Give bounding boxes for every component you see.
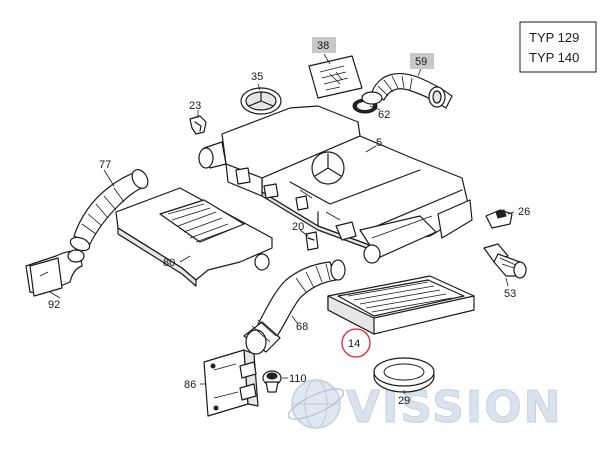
part-53-intake-air-sensor[interactable] (483, 243, 527, 279)
part-68-duct-hose[interactable] (243, 259, 346, 355)
part-77-intake-hose[interactable] (69, 167, 152, 253)
label-59: 59 (415, 56, 427, 68)
type-line-1: TYP 129 (529, 30, 579, 45)
part-5-air-filter-housing[interactable] (198, 105, 473, 264)
part-20-clip[interactable] (305, 231, 319, 251)
label-110: 110 (289, 373, 307, 385)
part-23-retaining-clip[interactable] (189, 115, 207, 135)
type-box: TYP 129 TYP 140 (519, 21, 597, 73)
type-line-2: TYP 140 (529, 50, 579, 65)
label-23: 23 (189, 100, 201, 112)
part-29-seal-ring[interactable] (373, 357, 435, 393)
label-20: 20 (292, 221, 304, 233)
label-59-box (410, 53, 434, 69)
part-80-cover-tray[interactable] (115, 187, 273, 287)
part-110-grommet[interactable] (262, 370, 282, 393)
label-14-highlight-circle (341, 328, 371, 358)
watermark: VISSION (287, 379, 562, 434)
label-5: 5 (376, 137, 382, 149)
callout-labels: 38 59 35 23 62 5 77 26 20 80 53 92 68 14… (48, 37, 530, 407)
label-80: 80 (163, 257, 175, 269)
part-38-label-sticker[interactable] (308, 55, 363, 99)
label-38: 38 (317, 40, 329, 52)
label-35: 35 (251, 71, 263, 83)
label-14: 14 (348, 338, 360, 350)
label-53: 53 (504, 288, 516, 300)
label-26: 26 (518, 206, 530, 218)
part-35-star-emblem[interactable] (240, 87, 282, 115)
label-86: 86 (184, 379, 196, 391)
part-62-hose-clamp[interactable] (352, 91, 383, 114)
watermark-globe-icon (287, 379, 345, 429)
label-68: 68 (296, 321, 308, 333)
label-29: 29 (398, 395, 410, 407)
part-86-control-unit[interactable] (203, 349, 259, 417)
label-62: 62 (378, 109, 390, 121)
label-38-box (312, 37, 336, 53)
label-77: 77 (99, 159, 111, 171)
part-14-air-filter-element[interactable] (327, 275, 475, 335)
part-59-intake-hose[interactable] (371, 73, 453, 109)
label-92: 92 (48, 299, 60, 311)
watermark-text: VISSION (346, 382, 562, 433)
part-26-bracket[interactable] (485, 209, 513, 229)
part-92-intake-snorkel[interactable] (25, 249, 85, 297)
